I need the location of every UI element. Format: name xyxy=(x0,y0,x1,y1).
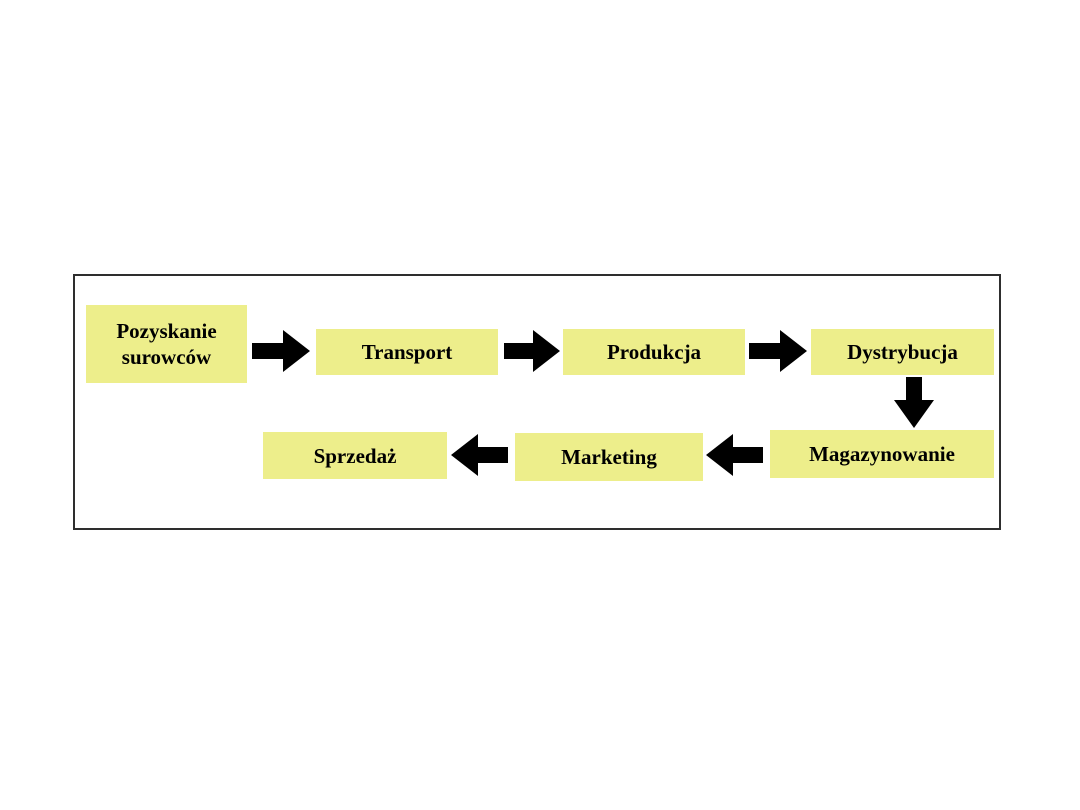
arrow-right-icon xyxy=(749,330,807,372)
node-label: Magazynowanie xyxy=(809,442,955,466)
node-dystrybucja: Dystrybucja xyxy=(811,329,994,375)
node-label: Marketing xyxy=(561,445,657,469)
node-label: Produkcja xyxy=(606,340,702,364)
node-label: Dystrybucja xyxy=(847,340,958,364)
node-label: Transport xyxy=(361,340,453,364)
node-pozyskanie-surowcow: Pozyskanie surowców xyxy=(86,305,247,383)
node-marketing: Marketing xyxy=(515,433,703,481)
node-produkcja: Produkcja xyxy=(563,329,745,375)
node-label: Pozyskanie surowców xyxy=(116,319,217,369)
node-sprzedaz: Sprzedaż xyxy=(263,432,447,479)
arrow-left-icon xyxy=(451,434,508,476)
arrow-right-icon xyxy=(252,330,310,372)
arrow-right-icon xyxy=(504,330,560,372)
node-label: Sprzedaż xyxy=(313,443,397,468)
arrow-down-icon xyxy=(894,377,934,428)
arrow-left-icon xyxy=(706,434,763,476)
node-transport: Transport xyxy=(316,329,498,375)
node-magazynowanie: Magazynowanie xyxy=(770,430,994,478)
